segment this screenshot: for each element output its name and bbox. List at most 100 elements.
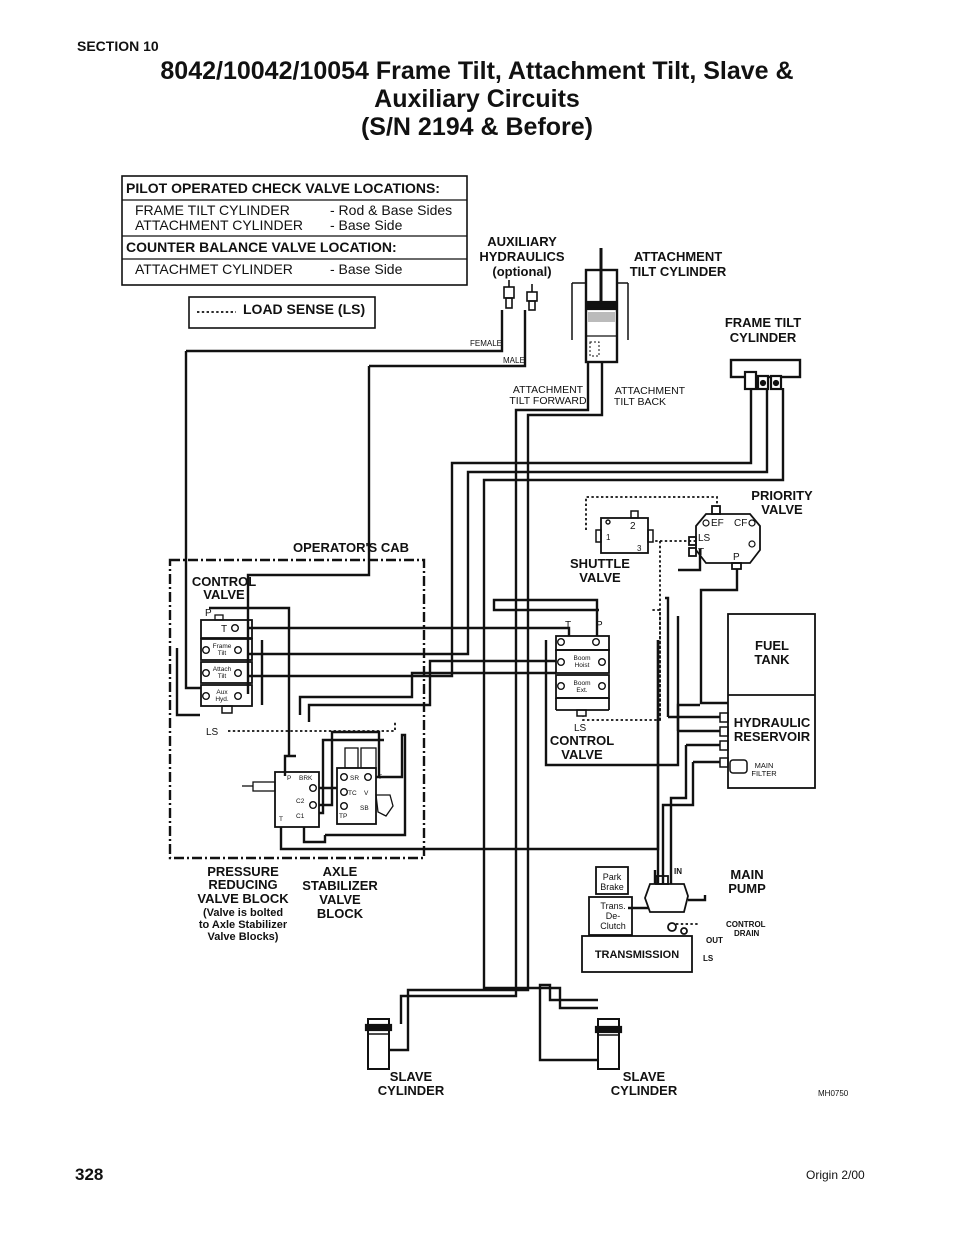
cv-right-port-ls: LS: [574, 723, 587, 734]
cv-left-port-ls: LS: [206, 727, 219, 738]
slave-left-label-1: SLAVE: [390, 1069, 433, 1084]
priority-port-cf: CF: [734, 518, 747, 529]
page-title-line-3: (S/N 2194 & Before): [360, 113, 594, 141]
frame-tilt-cylinder-label-2: CYLINDER: [730, 330, 797, 345]
fuel-tank-reservoir-unit: [727, 613, 816, 789]
cv-right-sec2-line2: Ext.: [576, 687, 587, 694]
right-control-valve-label-2: VALVE: [561, 747, 603, 762]
main-filter-label-2: FILTER: [751, 769, 777, 778]
attach-tilt-forward-label-2: TILT FORWARD: [509, 395, 587, 407]
male-coupler-label: MALE: [503, 356, 525, 365]
cv-right-sec1-line2: Hoist: [575, 662, 590, 669]
shuttle-valve-label-2: VALVE: [579, 570, 621, 585]
prv-port-t: T: [279, 816, 283, 823]
slave-right-label-1: SLAVE: [623, 1069, 666, 1084]
legend-row-2-location: - Base Side: [330, 217, 403, 233]
attach-tilt-back-label-2: TILT BACK: [614, 396, 666, 408]
prv-port-p: P: [287, 775, 291, 782]
main-pump: [644, 875, 689, 935]
legend-table-frame: [121, 175, 468, 286]
pump-ls-label: LS: [703, 954, 714, 963]
attachment-tilt-cylinder: [571, 248, 629, 364]
hydraulic-lines: [175, 310, 785, 1062]
page-title-line-2: Auxiliary Circuits: [374, 85, 580, 113]
cv-right-port-t: T: [565, 620, 571, 631]
pressure-reducing-note-2: to Axle Stabilizer: [199, 919, 288, 931]
attach-tilt-back-label-1: ATTACHMENT: [615, 385, 686, 397]
axle-stabilizer-label-2: STABILIZER: [302, 878, 378, 893]
control-drain-label-2: DRAIN: [734, 929, 760, 938]
attach-tilt-forward-label-1: ATTACHMENT: [513, 384, 584, 396]
female-coupler-label: FEMALE: [470, 339, 502, 348]
legend-counter-row-location: - Base Side: [330, 261, 403, 277]
main-pump-label-2: PUMP: [728, 881, 766, 896]
trans-declutch-label-2: De-: [606, 911, 621, 921]
cv-right-port-p: P: [596, 620, 603, 631]
legend-row-1-location: - Rod & Base Sides: [330, 202, 452, 218]
pressure-reducing-label-1: PRESSURE: [207, 864, 279, 879]
trans-declutch-label-3: Clutch: [600, 921, 626, 931]
priority-port-t: T: [698, 547, 704, 558]
slave-right-label-2: CYLINDER: [611, 1083, 678, 1098]
pressure-reducing-label-2: REDUCING: [208, 877, 277, 892]
priority-port-p: P: [733, 552, 740, 563]
origin-date: Origin 2/00: [806, 1168, 865, 1182]
legend-row-2-item: ATTACHMENT CYLINDER: [135, 217, 303, 233]
cv-left-sec1-line2: Tilt: [218, 650, 227, 657]
pressure-reducing-note-3: Valve Blocks): [208, 931, 279, 943]
slave-left-label-2: CYLINDER: [378, 1083, 445, 1098]
page-number: 328: [75, 1165, 104, 1184]
cv-left-sec2-line2: Tilt: [218, 673, 227, 680]
operators-cab-label: OPERATOR'S CAB: [293, 540, 409, 555]
asv-port-v: V: [364, 790, 369, 797]
right-control-valve-stack: [555, 635, 610, 717]
left-control-valve-label-1: CONTROL: [192, 574, 256, 589]
drawing-number: MH0750: [818, 1089, 849, 1098]
prv-port-c1: C1: [296, 813, 305, 820]
cv-right-sec1-line1: Boom: [574, 655, 591, 662]
hydraulic-reservoir-label-1: HYDRAULIC: [734, 715, 811, 730]
aux-hydraulics-label-3: (optional): [492, 264, 551, 279]
hydraulic-reservoir-label-2: RESERVOIR: [734, 729, 811, 744]
main-pump-label-1: MAIN: [730, 867, 763, 882]
axle-stabilizer-label-3: VALVE: [319, 892, 361, 907]
pressure-reducing-label-3: VALVE BLOCK: [197, 891, 289, 906]
page-title-line-1: 8042/10042/10054 Frame Tilt, Attachment …: [160, 57, 794, 85]
load-sense-lines: [228, 496, 718, 925]
axle-stabilizer-label-1: AXLE: [323, 864, 358, 879]
cv-right-sec2-line1: Boom: [574, 680, 591, 687]
transmission-label: TRANSMISSION: [595, 949, 679, 961]
cv-left-sec1-line1: Frame: [213, 643, 232, 650]
frame-tilt-cylinder: [729, 358, 802, 391]
asv-port-sr: SR: [350, 775, 359, 782]
priority-port-ef: EF: [711, 518, 724, 529]
load-sense-legend-label: LOAD SENSE (LS): [243, 301, 365, 317]
legend-counter-header: COUNTER BALANCE VALVE LOCATION:: [126, 239, 397, 255]
pump-out-label: OUT: [706, 936, 723, 945]
shuttle-port-2: 2: [630, 521, 636, 532]
attachment-tilt-cylinder-label-1: ATTACHMENT: [634, 249, 722, 264]
prv-port-c2: C2: [296, 798, 305, 805]
priority-valve-label-1: PRIORITY: [751, 488, 813, 503]
legend-counter-row-item: ATTACHMET CYLINDER: [135, 261, 293, 277]
asv-port-tc: TC: [348, 790, 357, 797]
transmission-group: [581, 866, 693, 973]
axle-stabilizer-valve-block: [336, 747, 394, 825]
right-control-valve-label-1: CONTROL: [550, 733, 614, 748]
fuel-tank-label-1: FUEL: [755, 638, 789, 653]
shuttle-valve-label-1: SHUTTLE: [570, 556, 630, 571]
aux-quick-couplers: [503, 280, 538, 311]
frame-tilt-cylinder-label-1: FRAME TILT: [725, 315, 801, 330]
pressure-reducing-valve-block: [242, 771, 320, 828]
cv-left-port-t: T: [221, 624, 227, 635]
left-control-valve-label-2: VALVE: [203, 587, 245, 602]
aux-hydraulics-label-2: HYDRAULICS: [479, 249, 565, 264]
pump-in-label: IN: [674, 867, 682, 876]
priority-port-ls: LS: [698, 533, 711, 544]
prv-port-brk: BRK: [299, 775, 313, 782]
slave-cylinder-left: [364, 1018, 393, 1070]
trans-declutch-label-1: Trans.: [600, 901, 625, 911]
slave-cylinder-right: [594, 1018, 623, 1070]
shuttle-port-1: 1: [606, 533, 611, 542]
